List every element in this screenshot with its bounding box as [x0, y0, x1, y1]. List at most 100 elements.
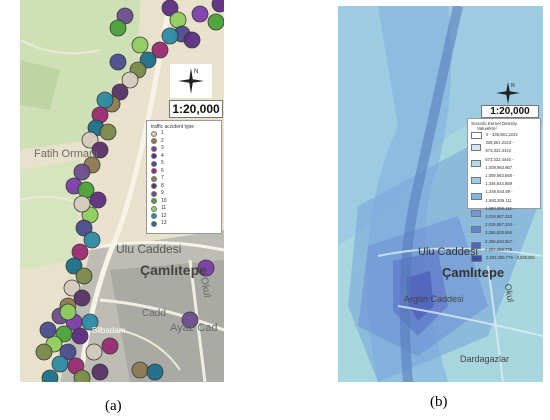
legend-item: 673,322.4445 - 1,009,983.667 — [471, 156, 537, 172]
legend-item: 12 — [151, 213, 217, 221]
legend-swatch — [151, 175, 157, 182]
accident-point — [41, 369, 59, 382]
accident-point — [183, 31, 201, 49]
legend-swatch — [471, 131, 482, 139]
legend-label: 10 — [161, 197, 167, 204]
legend-label: 12 — [161, 212, 167, 219]
legend-label: 0 - 336,661.2222 — [486, 132, 518, 137]
street-label-ulu: Ulu Caddesi — [116, 242, 182, 256]
legend-item: 1,683,306.112 - 2,019,967.333 — [471, 205, 537, 221]
legend-label: 9 — [161, 190, 164, 196]
legend-subtitle: Value/km² — [477, 126, 497, 131]
accident-map[interactable]: Fatih Ormanı Ulu Caddesi Çamlıtepe Okul … — [20, 0, 224, 382]
legend-item: 5 — [151, 160, 217, 168]
accident-point — [73, 163, 91, 181]
legend-title: traffic accident type — [151, 124, 194, 130]
legend-swatch — [151, 220, 157, 227]
legend-swatch — [151, 130, 157, 137]
legend-label: 4 — [161, 152, 164, 159]
legend-swatch — [471, 242, 482, 250]
legend-label: 11 — [161, 205, 167, 211]
legend-label: 6 — [161, 167, 164, 174]
legend-label: 2,693,289.779 - 3,029,951 — [486, 255, 536, 261]
legend-swatch — [471, 254, 482, 262]
legend-swatch — [151, 198, 157, 205]
forest-area — [20, 60, 60, 110]
forest-area — [20, 160, 80, 270]
main-road — [399, 6, 463, 382]
street-label-ulu-b: Ulu Caddesi — [418, 246, 478, 258]
accident-point — [73, 289, 91, 307]
legend-label: 2,019,967.334 - 2,356,628.556 — [485, 222, 515, 236]
street — [99, 298, 224, 332]
legend-b: Sorunlu Kernel Density Value/km² 0 - 336… — [467, 118, 541, 262]
compass-icon: N — [496, 82, 520, 104]
legend-label: 8 — [161, 182, 164, 189]
accident-point — [81, 313, 99, 331]
accident-point — [91, 141, 109, 159]
legend-label: 13 — [161, 220, 167, 226]
urban-area — [110, 260, 224, 382]
accident-point — [51, 355, 69, 373]
accident-point — [169, 11, 187, 29]
accident-point — [63, 279, 81, 297]
accident-point — [99, 123, 117, 141]
svg-text:N: N — [511, 83, 515, 89]
accident-point — [161, 27, 179, 45]
legend-swatch — [151, 160, 157, 167]
accident-point — [96, 91, 114, 109]
legend-item: 3 — [151, 145, 217, 153]
legend-swatch — [151, 183, 157, 190]
accident-point — [139, 51, 157, 69]
legend-swatch — [471, 160, 482, 168]
legend-label: 5 — [161, 160, 164, 166]
legend-swatch — [471, 225, 482, 233]
place-label-fatih: Fatih Ormanı — [34, 148, 99, 160]
street-label-argun: Argün Caddesi — [404, 294, 464, 304]
street — [20, 39, 101, 55]
accident-point — [75, 267, 93, 285]
accident-point — [75, 219, 93, 237]
accident-point — [35, 343, 53, 361]
legend-item: 9 — [151, 190, 217, 198]
accident-point — [146, 363, 164, 381]
accident-point — [161, 0, 179, 17]
street-label-cadd: Cadd — [142, 308, 166, 319]
compass-letter: N — [194, 69, 198, 75]
legend-item: 2,356,628.557 - 2,693,289.779 — [471, 238, 537, 254]
accident-point — [121, 71, 139, 89]
accident-point — [39, 321, 57, 339]
accident-point — [85, 343, 103, 361]
legend-label: 1 — [161, 130, 164, 136]
accident-point — [83, 231, 101, 249]
legend-item: 0 - 336,661.2222 — [471, 131, 537, 139]
legend-swatch — [151, 153, 157, 160]
legend-swatch — [471, 193, 482, 201]
legend-item: 1,346,644.89 - 1,683,306.111 — [471, 188, 537, 204]
legend-swatch — [151, 190, 157, 197]
accident-point — [111, 83, 129, 101]
street — [377, 247, 543, 257]
legend-swatch — [151, 213, 157, 220]
kernel-density-map[interactable]: Ulu Caddesi Çamlıtepe Argün Caddesi Okul… — [338, 6, 543, 382]
legend-item: 7 — [151, 175, 217, 183]
caption-b: (b) — [430, 394, 448, 410]
legend-swatch — [151, 138, 157, 145]
accident-point — [81, 131, 99, 149]
legend-item: 11 — [151, 205, 217, 213]
street-label-ayaz: Ayaz Cad — [170, 322, 218, 334]
legend-label: 1,346,644.89 - 1,683,306.111 — [485, 189, 513, 203]
legend-item: 2,693,289.779 - 3,029,951 — [471, 254, 537, 262]
legend-label: 1,009,983.668 - 1,346,644.889 — [485, 173, 515, 187]
street — [487, 265, 504, 382]
legend-label: 673,322.4445 - 1,009,983.667 — [485, 156, 514, 170]
legend-swatch — [471, 209, 482, 217]
accident-point — [71, 327, 89, 345]
accident-point — [101, 337, 119, 355]
accident-point — [151, 41, 169, 59]
legend-label: 7 — [161, 175, 164, 181]
legend-item: 2 — [151, 138, 217, 146]
accident-point — [65, 257, 83, 275]
accident-point — [181, 311, 199, 329]
